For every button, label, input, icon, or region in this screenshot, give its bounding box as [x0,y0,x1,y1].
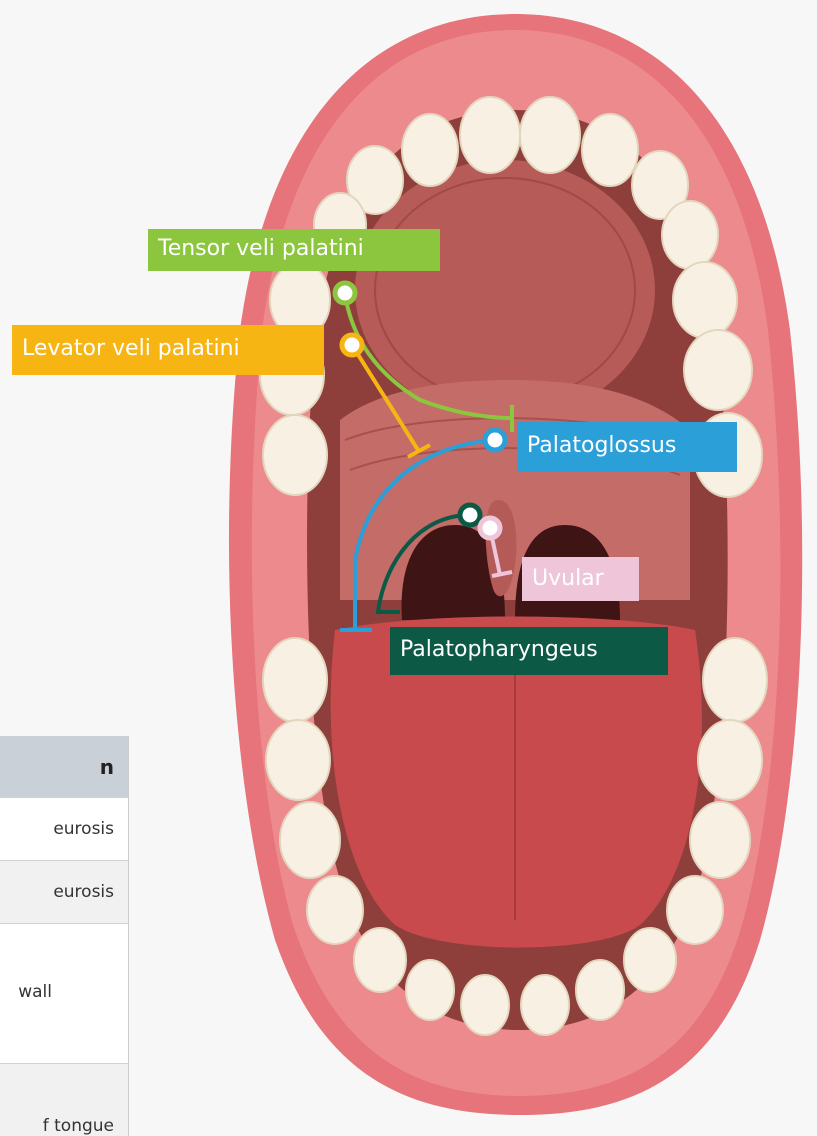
label-uvular: Uvular [522,557,639,601]
table-cell: wall [18,982,52,1002]
label-tensor-veli-palatini: Tensor veli palatini [148,229,440,271]
tensor-marker [335,283,355,303]
muscle-table-fragment: n eurosis eurosis wall f tongue [0,736,129,1136]
table-row: eurosis [0,861,128,924]
table-row: wall [0,924,128,1064]
label-levator-veli-palatini: Levator veli palatini [12,325,324,375]
table-row: eurosis [0,798,128,861]
uvular-marker [480,518,500,538]
table-cell: eurosis [53,819,114,839]
table-header: n [0,737,128,798]
table-row: f tongue [0,1064,128,1136]
palatopharyngeus-marker [460,505,480,525]
table-cell: eurosis [53,882,114,902]
levator-marker [342,335,362,355]
table-header-cell: n [100,755,114,779]
label-palatoglossus: Palatoglossus [517,422,737,472]
table-cell: f tongue [43,1116,114,1136]
label-palatopharyngeus: Palatopharyngeus [390,627,668,675]
palatoglossus-marker [485,430,505,450]
